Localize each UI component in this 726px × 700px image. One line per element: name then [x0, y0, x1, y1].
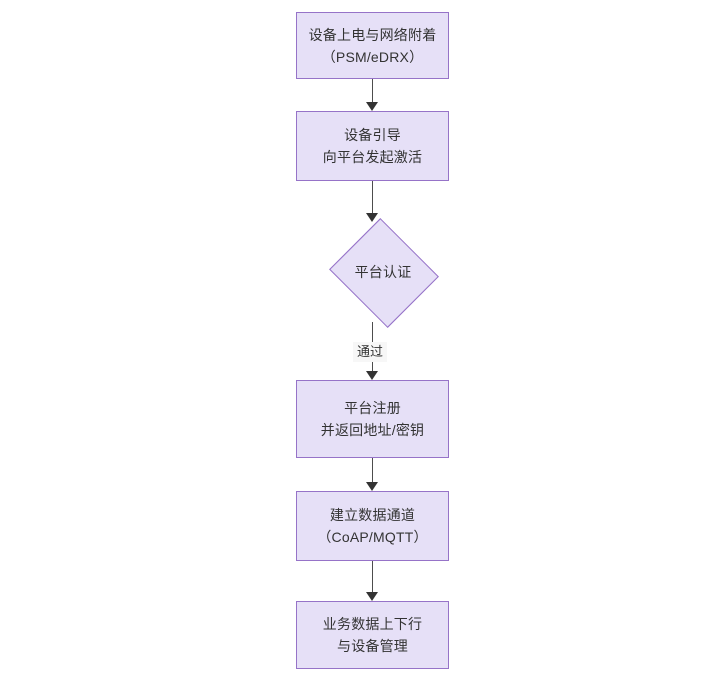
arrow-down-icon	[366, 371, 378, 380]
arrow-down-icon	[366, 213, 378, 222]
arrow-down-icon	[366, 482, 378, 491]
flow-node-channel-line2: （CoAP/MQTT）	[317, 529, 428, 545]
flow-node-power-on[interactable]: 设备上电与网络附着 （PSM/eDRX）	[296, 12, 449, 79]
flow-node-register-line2: 并返回地址/密钥	[320, 422, 425, 438]
flow-edge-label-pass: 通过	[353, 342, 388, 362]
flow-node-business-line2: 与设备管理	[337, 638, 408, 654]
flow-connector-register-to-channel	[372, 458, 373, 482]
flow-node-bootstrap-line2: 向平台发起激活	[322, 149, 423, 165]
flow-connector-power-on-to-bootstrap	[372, 79, 373, 103]
arrow-down-icon	[366, 102, 378, 111]
flow-node-power-on-line1: 设备上电与网络附着	[308, 26, 437, 43]
flow-node-register[interactable]: 平台注册 并返回地址/密钥	[296, 380, 449, 458]
flow-node-power-on-line2: （PSM/eDRX）	[321, 48, 424, 65]
arrow-down-icon	[366, 592, 378, 601]
flow-connector-bootstrap-to-auth	[372, 181, 373, 214]
flow-node-bootstrap-line1: 设备引导	[344, 127, 401, 143]
flow-node-bootstrap[interactable]: 设备引导 向平台发起激活	[296, 111, 449, 181]
flow-node-channel[interactable]: 建立数据通道 （CoAP/MQTT）	[296, 491, 449, 561]
flow-connector-channel-to-business	[372, 561, 373, 592]
flow-node-auth-decision[interactable]: 平台认证	[326, 218, 440, 328]
flow-node-business-line1: 业务数据上下行	[322, 616, 423, 632]
flow-node-auth-label: 平台认证	[354, 264, 412, 280]
flow-node-register-line1: 平台注册	[344, 400, 401, 416]
flow-node-channel-line1: 建立数据通道	[329, 507, 416, 523]
flow-node-business[interactable]: 业务数据上下行 与设备管理	[296, 601, 449, 669]
